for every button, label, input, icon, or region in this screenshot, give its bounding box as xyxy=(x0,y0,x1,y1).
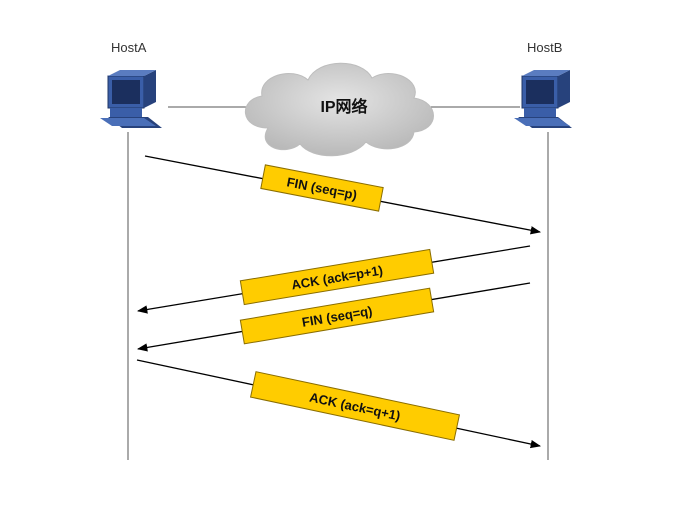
message-fin-q: FIN (seq=q) xyxy=(136,282,531,352)
cloud-icon xyxy=(244,62,434,157)
message-ack-p1: ACK (ack=p+1) xyxy=(136,245,531,314)
message-fin-p: FIN (seq=p) xyxy=(144,155,542,235)
host-a-label: HostA xyxy=(111,40,147,55)
host-b-label: HostB xyxy=(527,40,563,55)
message-label-box xyxy=(260,164,384,212)
host-a-computer-icon xyxy=(100,70,162,128)
message-label-box xyxy=(249,371,461,441)
message-label-box xyxy=(239,287,435,345)
network-label: IP网络 xyxy=(320,97,367,116)
host-b-computer-icon xyxy=(514,70,572,128)
message-ack-q1: ACK (ack=q+1) xyxy=(136,359,542,449)
message-label-box xyxy=(239,248,435,306)
